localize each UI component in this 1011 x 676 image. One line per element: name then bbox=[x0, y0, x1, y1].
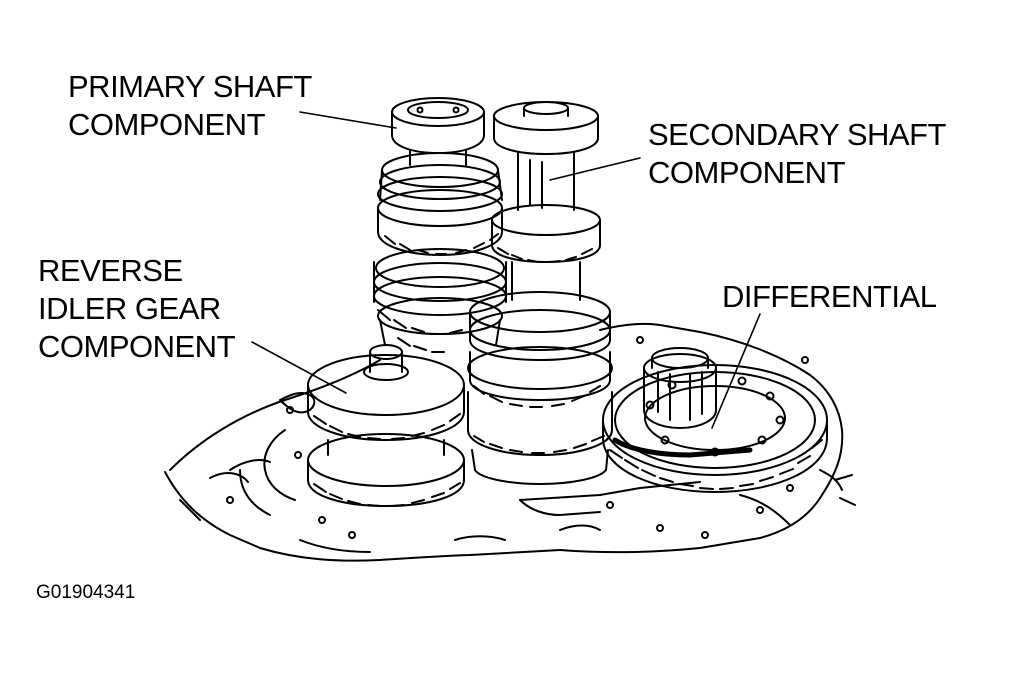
differential-label-text: DIFFERENTIAL bbox=[722, 279, 937, 314]
transmission-case bbox=[165, 324, 855, 561]
differential-gear bbox=[603, 348, 827, 492]
primary-shaft-label-line1: PRIMARY SHAFT bbox=[68, 69, 312, 104]
reverse-idler-label-line1: REVERSE bbox=[38, 253, 183, 288]
primary-shaft-label-line2: COMPONENT bbox=[68, 107, 265, 142]
secondary-shaft-component bbox=[468, 102, 612, 484]
secondary-shaft-label: SECONDARY SHAFT COMPONENT bbox=[648, 116, 946, 192]
secondary-shaft-label-line1: SECONDARY SHAFT bbox=[648, 117, 946, 152]
reverse-leader-line bbox=[252, 342, 346, 393]
differential-label: DIFFERENTIAL bbox=[722, 278, 937, 316]
reverse-idler-label-line3: COMPONENT bbox=[38, 329, 236, 364]
secondary-leader-line bbox=[550, 158, 640, 180]
leader-lines bbox=[252, 112, 760, 428]
reverse-idler-gear-label: REVERSE IDLER GEAR COMPONENT bbox=[38, 252, 236, 366]
reverse-idler-gear-component bbox=[308, 345, 464, 506]
differential-leader-line bbox=[712, 314, 760, 428]
primary-shaft-component bbox=[374, 98, 506, 352]
figure-id: G01904341 bbox=[36, 582, 136, 603]
primary-shaft-label: PRIMARY SHAFT COMPONENT bbox=[68, 68, 312, 144]
reverse-idler-label-line2: IDLER GEAR bbox=[38, 291, 221, 326]
primary-leader-line bbox=[300, 112, 396, 128]
secondary-shaft-label-line2: COMPONENT bbox=[648, 155, 845, 190]
